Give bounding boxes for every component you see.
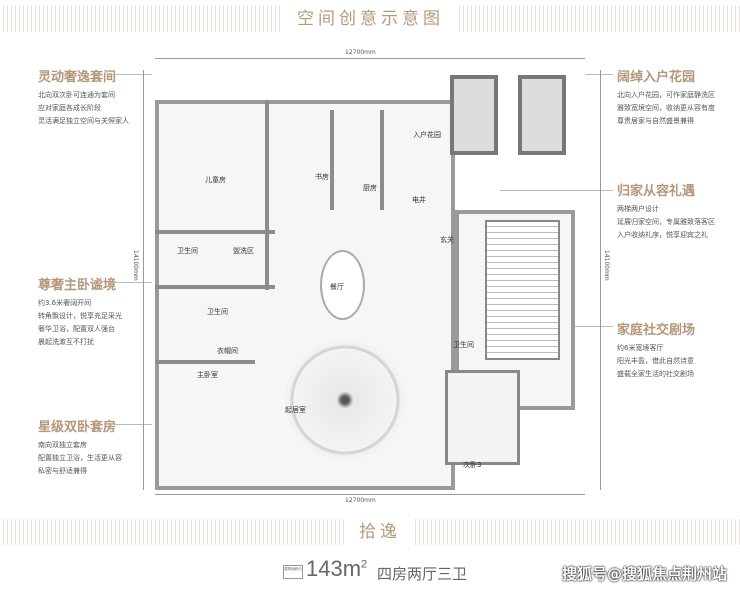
feature-entry-garden: 阔绰入户花园 北向入户花园，可作家庭静洗区雅致宽境空间，收纳更从容有度尊贵居家与… <box>617 66 715 128</box>
feature-line: 约3.6米奢阔开间 <box>38 299 92 307</box>
feature-title: 阔绰入户花园 <box>617 70 696 85</box>
feature-line: 入户收纳礼序，悦享迎宾之礼 <box>617 231 708 239</box>
room-label-foyer: 玄关 <box>440 236 454 244</box>
dimension-line-right <box>600 70 601 490</box>
feature-line: 延展归家空间，专属雅致落客区 <box>617 218 715 226</box>
feature-line: 阳光丰盈，借此自然诗意 <box>617 357 694 365</box>
project-name: 拾逸 <box>345 519 415 545</box>
leader-line <box>585 74 613 75</box>
feature-title: 家庭社交剧场 <box>617 323 696 338</box>
watermark: 搜狐号@搜狐焦点荆州站 <box>562 565 728 583</box>
room-label-bedroom3: 次卧3 <box>463 461 482 469</box>
feature-line: 转角飘设计，悦享充足采光 <box>38 312 122 320</box>
feature-line: 约6米宽境客厅 <box>617 344 664 352</box>
dimension-line-left <box>143 70 144 490</box>
area-value: 143m <box>306 556 362 581</box>
living-room-circle <box>285 340 405 460</box>
stairwell <box>485 220 560 360</box>
feature-title: 灵动奢逸套间 <box>38 70 117 85</box>
feature-line: 奢华卫浴，配置双人强台 <box>38 325 115 333</box>
dimension-right: 14100mm <box>603 250 610 281</box>
feature-flexible-suite: 灵动奢逸套间 北向双次卧可连通为套间应对家庭各成长阶段灵活满足独立空间与关照家人 <box>38 66 129 128</box>
bedroom3-block <box>445 370 520 465</box>
feature-line: 南向双独立套房 <box>38 441 87 449</box>
elevator-shaft <box>450 75 498 155</box>
room-label-living: 起居室 <box>285 406 306 414</box>
dimension-line-top <box>155 58 585 59</box>
wall <box>380 110 384 210</box>
room-label-wash: 盥洗区 <box>233 247 254 255</box>
room-label-closet: 衣帽间 <box>217 347 238 355</box>
feature-line: 尊贵居家与自然盛景兼得 <box>617 117 694 125</box>
wall <box>330 110 334 210</box>
feature-line: 盛载全家生活的社交剧场 <box>617 370 694 378</box>
dimension-top: 12700mm <box>345 49 376 56</box>
unit-area: 143m2 <box>306 556 367 582</box>
room-label-bath2: 卫生间 <box>207 308 228 316</box>
feature-line: 配置独立卫浴，生活更从容 <box>38 454 122 462</box>
feature-double-suite: 星级双卧套房 南向双独立套房配置独立卫浴，生活更从容私密与舒适兼得 <box>38 416 122 478</box>
wall <box>155 285 275 289</box>
room-label-study: 书房 <box>315 173 329 181</box>
dimension-line-bottom <box>155 494 585 495</box>
room-label-kids: 儿童房 <box>205 176 226 184</box>
area-badge: 建筑面积约 <box>283 565 303 579</box>
feature-title: 归家从容礼遇 <box>617 184 696 199</box>
room-label-master: 主卧室 <box>197 371 218 379</box>
leader-line <box>112 424 152 425</box>
leader-line <box>112 74 152 75</box>
feature-line: 雅致宽境空间，收纳更从容有度 <box>617 104 715 112</box>
room-label-bath3: 卫生间 <box>453 341 474 349</box>
elevator-shaft <box>518 75 566 155</box>
room-label-garden: 入户花园 <box>413 131 441 139</box>
feature-master-suite: 尊奢主卧谧境 约3.6米奢阔开间转角飘设计，悦享充足采光奢华卫浴，配置双人强台晨… <box>38 274 122 349</box>
feature-line: 北向入户花园，可作家庭静洗区 <box>617 91 715 99</box>
feature-family-theater: 家庭社交剧场 约6米宽境客厅阳光丰盈，借此自然诗意盛载全家生活的社交剧场 <box>617 319 695 381</box>
leader-line <box>540 326 613 327</box>
feature-homecoming: 归家从容礼遇 两梯两户设计延展归家空间，专属雅致落客区入户收纳礼序，悦享迎宾之礼 <box>617 180 715 242</box>
wall <box>155 360 255 364</box>
feature-line: 私密与舒适兼得 <box>38 467 87 475</box>
room-label-shaft: 电井 <box>412 196 426 204</box>
leader-line <box>112 282 152 283</box>
feature-line: 灵活满足独立空间与关照家人 <box>38 117 129 125</box>
floor-plan: 儿童房 书房 厨房 入户花园 电井 卫生间 盥洗区 玄关 餐厅 卫生间 衣帽间 … <box>155 70 585 490</box>
wall <box>265 100 269 290</box>
wall <box>155 230 275 234</box>
room-label-bath1: 卫生间 <box>177 247 198 255</box>
feature-line: 晨起洗漱互不打扰 <box>38 338 94 346</box>
feature-line: 应对家庭各成长阶段 <box>38 104 101 112</box>
area-unit-sup: 2 <box>361 558 368 571</box>
leader-line <box>500 190 613 191</box>
dimension-left: 14100mm <box>132 250 139 281</box>
unit-layout: 四房两厅三卫 <box>377 565 468 583</box>
feature-title: 尊奢主卧谧境 <box>38 278 117 293</box>
room-label-kitchen: 厨房 <box>363 184 377 192</box>
feature-title: 星级双卧套房 <box>38 420 117 435</box>
room-label-dining: 餐厅 <box>330 283 344 291</box>
feature-line: 两梯两户设计 <box>617 205 659 213</box>
feature-line: 北向双次卧可连通为套间 <box>38 91 115 99</box>
dimension-bottom: 12700mm <box>345 497 376 504</box>
page-title: 空间创意示意图 <box>283 6 458 32</box>
dining-table <box>320 250 365 320</box>
